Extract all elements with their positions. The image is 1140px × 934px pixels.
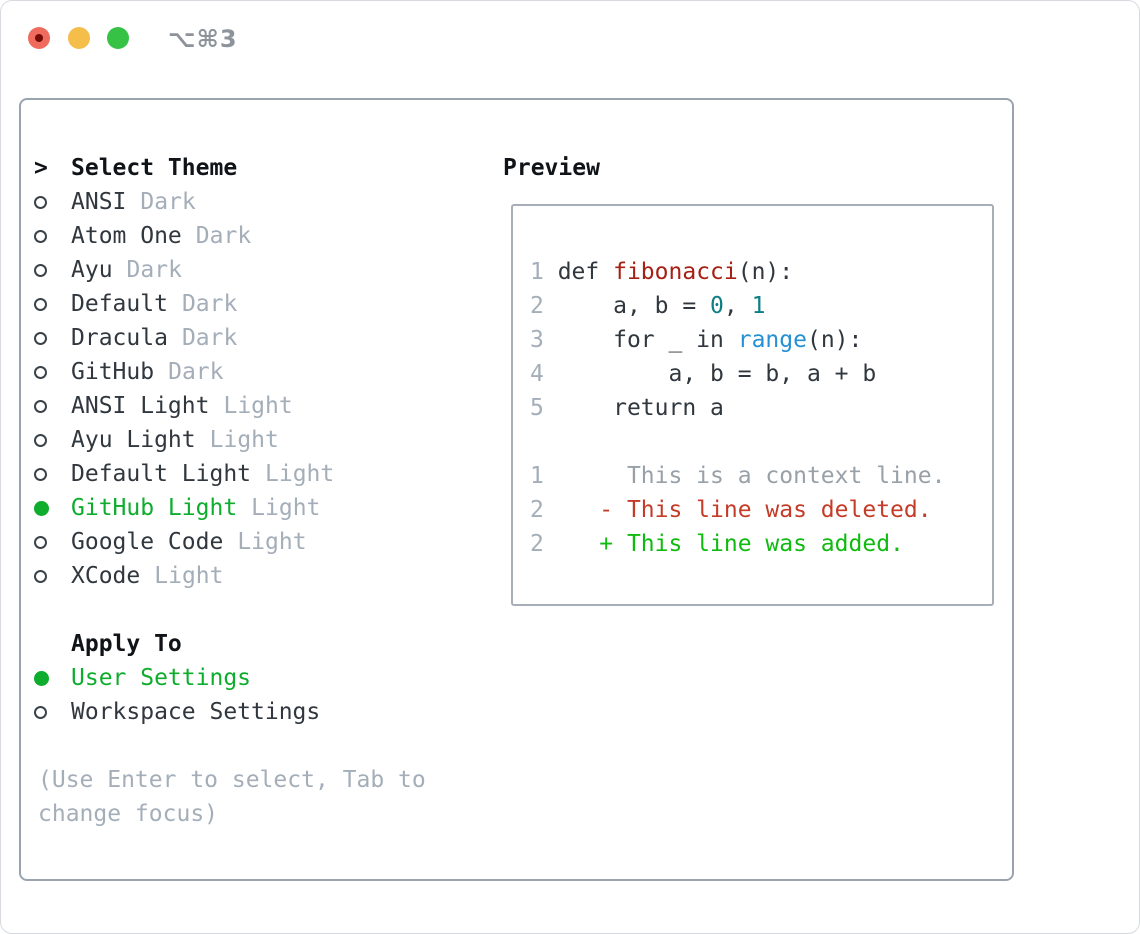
theme-variant-label: Light	[237, 529, 307, 555]
apply-to-title: Apply To	[71, 631, 182, 657]
theme-option-dracula[interactable]: Dracula Dark	[34, 321, 468, 355]
theme-option-default-light[interactable]: Default Light Light	[34, 457, 468, 491]
theme-option-label: GitHub Light	[71, 495, 238, 521]
radio-icon	[34, 365, 71, 379]
code-line: 1 def fibonacci(n):	[530, 259, 794, 285]
code-line: 5 return a	[530, 395, 724, 421]
theme-option-label: Google Code	[71, 529, 224, 555]
theme-option-label: GitHub	[71, 359, 155, 385]
titlebar: ⌥⌘3	[1, 1, 1139, 73]
preview-title: Preview	[503, 155, 600, 181]
apply-option-user-settings[interactable]: User Settings	[34, 661, 468, 695]
theme-option-ayu[interactable]: Ayu Dark	[34, 253, 468, 287]
theme-option-label: ANSI	[71, 189, 127, 215]
window-title-shortcut: ⌥⌘3	[168, 25, 238, 53]
select-theme-title: Select Theme	[71, 155, 238, 181]
theme-option-label: Ayu	[71, 257, 113, 283]
keyboard-hint-text: (Use Enter to select, Tab to change focu…	[38, 767, 426, 827]
theme-variant-label: Dark	[126, 257, 182, 283]
theme-preview-pane: 1 def fibonacci(n): 2 a, b = 0, 1 3 for _ …	[511, 204, 994, 606]
radio-selected-icon	[34, 500, 71, 516]
focus-caret-icon: >	[34, 155, 48, 181]
theme-option-label: ANSI Light	[71, 393, 210, 419]
theme-variant-label: Light	[223, 393, 293, 419]
radio-icon	[34, 263, 71, 277]
theme-variant-label: Dark	[195, 223, 252, 249]
code-line: 3 for _ in range(n):	[530, 327, 863, 353]
theme-option-github[interactable]: GitHub Dark	[34, 355, 468, 389]
theme-option-label: Atom One	[71, 223, 182, 249]
theme-option-google-code[interactable]: Google Code Light	[34, 525, 468, 559]
code-line: 2 + This line was added.	[530, 531, 904, 557]
apply-option-label: Workspace Settings	[71, 699, 321, 725]
theme-option-label: Dracula	[71, 325, 168, 351]
theme-option-ansi-light[interactable]: ANSI Light Light	[34, 389, 468, 423]
theme-option-xcode[interactable]: XCode Light	[34, 559, 468, 593]
code-line: 2 a, b = 0, 1	[530, 293, 766, 319]
apply-option-workspace-settings[interactable]: Workspace Settings	[34, 695, 468, 729]
apply-option-label: User Settings	[71, 665, 252, 691]
close-button[interactable]	[28, 27, 50, 49]
theme-option-label: Default Light	[71, 461, 252, 487]
theme-variant-label: Light	[251, 495, 321, 521]
theme-option-ayu-light[interactable]: Ayu Light Light	[34, 423, 468, 457]
minimize-button[interactable]	[68, 27, 90, 49]
code-line: 1 This is a context line.	[530, 463, 946, 489]
radio-icon	[34, 705, 71, 719]
select-theme-header: > Select Theme	[34, 151, 468, 185]
radio-icon	[34, 399, 71, 413]
radio-icon	[34, 467, 71, 481]
theme-variant-label: Light	[209, 427, 279, 453]
theme-option-default[interactable]: Default Dark	[34, 287, 468, 321]
radio-icon	[34, 569, 71, 583]
radio-icon	[34, 331, 71, 345]
apply-to-header: Apply To	[34, 627, 468, 661]
code-line: 2 - This line was deleted.	[530, 497, 932, 523]
theme-option-label: Ayu Light	[71, 427, 196, 453]
unsaved-dot-icon	[35, 34, 43, 42]
radio-icon	[34, 297, 71, 311]
theme-option-label: XCode	[71, 563, 141, 589]
theme-variant-label: Light	[154, 563, 224, 589]
radio-icon	[34, 229, 71, 243]
theme-variant-label: Dark	[181, 291, 238, 317]
radio-icon	[34, 195, 71, 209]
code-line: 4 a, b = b, a + b	[530, 361, 877, 387]
radio-icon	[34, 433, 71, 447]
theme-option-github-light[interactable]: GitHub Light Light	[34, 491, 468, 525]
radio-selected-icon	[34, 670, 71, 686]
code-preview: 1 def fibonacci(n): 2 a, b = 0, 1 3 for _ …	[513, 206, 992, 561]
theme-option-label: Default	[71, 291, 168, 317]
code-line	[530, 425, 992, 459]
theme-variant-label: Dark	[140, 189, 196, 215]
theme-option-ansi[interactable]: ANSI Dark	[34, 185, 468, 219]
theme-option-atom-one[interactable]: Atom One Dark	[34, 219, 468, 253]
radio-icon	[34, 535, 71, 549]
theme-variant-label: Dark	[168, 359, 224, 385]
theme-variant-label: Dark	[181, 325, 238, 351]
theme-variant-label: Light	[265, 461, 335, 487]
zoom-button[interactable]	[107, 27, 129, 49]
